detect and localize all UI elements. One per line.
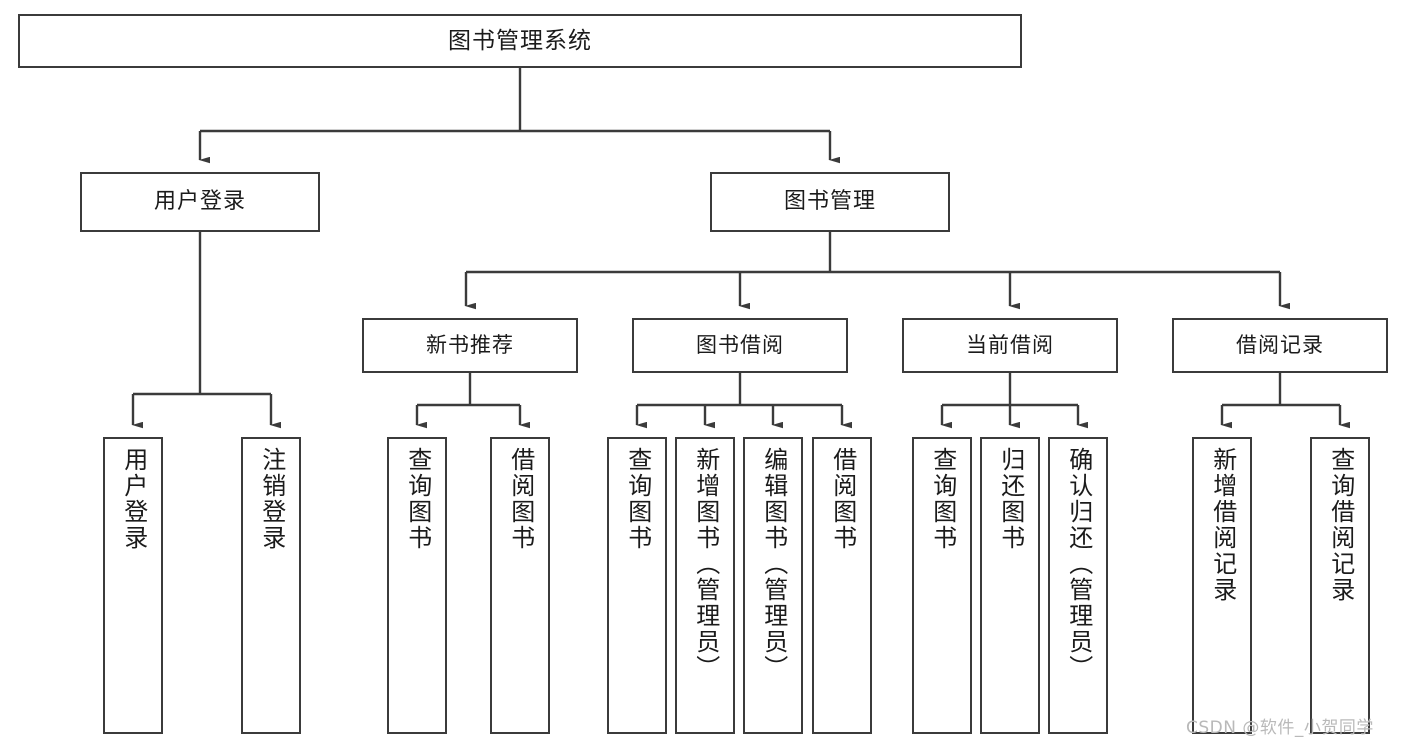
node-borrow-record[interactable]: 借阅记录	[1172, 318, 1388, 373]
node-label: 图书管理	[783, 189, 876, 215]
node-current-borrow[interactable]: 当前借阅	[902, 318, 1118, 373]
node-label: 确认归还（管理员）	[1064, 447, 1093, 681]
node-root-system[interactable]: 图书管理系统	[18, 14, 1022, 68]
node-leaf-confirm-return[interactable]: 确认归还（管理员）	[1048, 437, 1108, 734]
node-label: 编辑图书（管理员）	[759, 447, 788, 681]
node-leaf-edit-book[interactable]: 编辑图书（管理员）	[743, 437, 803, 734]
node-label: 借阅图书	[506, 447, 535, 551]
node-book-management[interactable]: 图书管理	[710, 172, 950, 232]
node-label: 新增借阅记录	[1208, 447, 1237, 603]
node-label: 查询图书	[403, 447, 432, 551]
node-user-login[interactable]: 用户登录	[80, 172, 320, 232]
node-leaf-return-book[interactable]: 归还图书	[980, 437, 1040, 734]
node-label: 查询图书	[928, 447, 957, 551]
node-label: 用户登录	[119, 447, 148, 551]
node-label: 借阅记录	[1236, 333, 1324, 358]
node-leaf-query-book-1[interactable]: 查询图书	[387, 437, 447, 734]
node-label: 查询借阅记录	[1326, 447, 1355, 603]
node-leaf-add-record[interactable]: 新增借阅记录	[1192, 437, 1252, 734]
node-leaf-logout[interactable]: 注销登录	[241, 437, 301, 734]
node-leaf-borrow-book-1[interactable]: 借阅图书	[490, 437, 550, 734]
node-leaf-user-login[interactable]: 用户登录	[103, 437, 163, 734]
node-leaf-query-book-3[interactable]: 查询图书	[912, 437, 972, 734]
node-leaf-query-book-2[interactable]: 查询图书	[607, 437, 667, 734]
node-new-book-recommend[interactable]: 新书推荐	[362, 318, 578, 373]
node-leaf-borrow-book-2[interactable]: 借阅图书	[812, 437, 872, 734]
node-label: 当前借阅	[966, 333, 1054, 358]
node-label: 用户登录	[153, 189, 246, 215]
node-label: 新书推荐	[426, 333, 514, 358]
node-label: 归还图书	[996, 447, 1025, 551]
node-label: 借阅图书	[828, 447, 857, 551]
node-label: 新增图书（管理员）	[691, 447, 720, 681]
node-label: 图书管理系统	[448, 27, 592, 54]
node-book-borrow[interactable]: 图书借阅	[632, 318, 848, 373]
node-label: 图书借阅	[696, 333, 784, 358]
node-leaf-query-record[interactable]: 查询借阅记录	[1310, 437, 1370, 734]
node-label: 注销登录	[257, 447, 286, 551]
node-label: 查询图书	[623, 447, 652, 551]
node-leaf-add-book[interactable]: 新增图书（管理员）	[675, 437, 735, 734]
